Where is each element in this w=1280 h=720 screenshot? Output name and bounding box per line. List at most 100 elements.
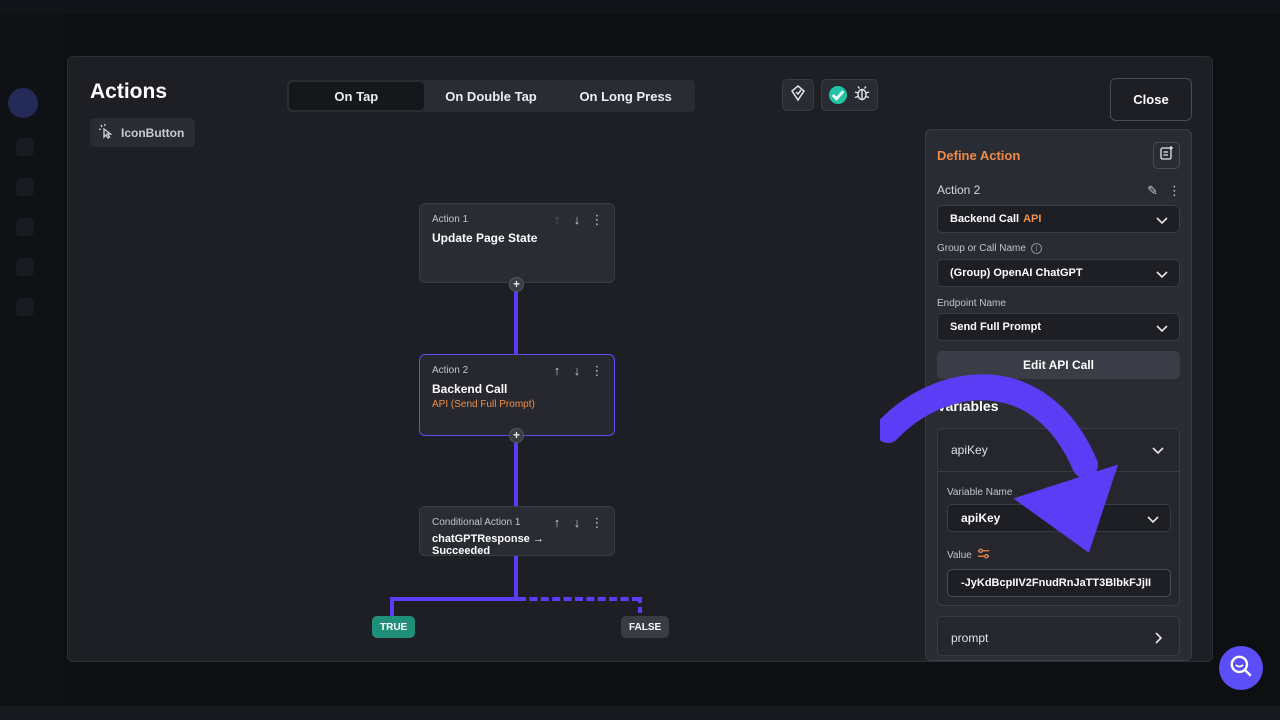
notes-button[interactable] (1153, 142, 1180, 169)
value-input[interactable]: -JyKdBcpIIV2FnudRnJaTT3BlbkFJjII (947, 569, 1171, 597)
group-value: (Group) OpenAI ChatGPT (950, 267, 1083, 279)
cursor-tap-icon (98, 123, 114, 142)
modal-title: Actions (90, 80, 168, 103)
node-controls: ↑ ↓ ⋮ (550, 213, 604, 227)
check-circle-icon (828, 86, 847, 104)
debug-toggle-button[interactable] (821, 79, 878, 111)
action-node-1[interactable]: Action 1 Update Page State ↑ ↓ ⋮ (419, 203, 615, 283)
widget-chip-label: IconButton (121, 125, 185, 140)
flow-connector (514, 555, 518, 601)
node-title: Update Page State (432, 231, 538, 245)
more-vert-icon[interactable]: ⋮ (590, 363, 604, 378)
false-branch-badge[interactable]: FALSE (621, 616, 670, 638)
info-icon[interactable]: i (1030, 243, 1042, 254)
endpoint-dropdown[interactable]: Send Full Prompt (937, 313, 1180, 341)
action-name-controls: ✎ ⋮ (1147, 183, 1181, 199)
node-title: Backend Call (432, 382, 508, 396)
background-nav-icon (16, 298, 34, 316)
trigger-tabs: On Tap On Double Tap On Long Press (287, 80, 695, 112)
background-nav-icon (8, 88, 38, 118)
background-sidebar (0, 13, 62, 713)
chevron-down-icon (1147, 516, 1159, 524)
widget-chip[interactable]: IconButton (90, 118, 196, 147)
true-branch-badge[interactable]: TRUE (372, 616, 416, 638)
tab-on-tap[interactable]: On Tap (289, 82, 424, 110)
more-vert-icon[interactable]: ⋮ (590, 212, 604, 227)
background-statusbar (0, 706, 1280, 720)
chevron-down-icon (1152, 447, 1164, 455)
endpoint-label: Endpoint Name (937, 298, 1006, 309)
move-down-icon[interactable]: ↓ (573, 212, 581, 227)
edit-pencil-icon[interactable]: ✎ (1147, 183, 1158, 198)
variable-card-apikey: apiKey Variable Name apiKey Value (937, 428, 1180, 606)
node-label: Action 1 (432, 214, 469, 225)
move-up-icon[interactable]: ↑ (553, 515, 561, 530)
chevron-down-icon (1156, 325, 1168, 333)
more-vert-icon[interactable]: ⋮ (590, 515, 604, 530)
background-nav-icon (16, 138, 34, 156)
search-fab[interactable] (1219, 646, 1263, 690)
panel-title: Define Action (937, 148, 1021, 163)
move-up-icon[interactable]: ↑ (553, 212, 561, 227)
variable-header[interactable]: apiKey (938, 429, 1179, 471)
variable-settings-icon[interactable] (977, 547, 990, 563)
action-type-value: Backend Call (950, 213, 1020, 225)
move-down-icon[interactable]: ↓ (573, 363, 581, 378)
true-branch-line (390, 597, 518, 601)
variable-name-value: apiKey (961, 511, 1001, 525)
variable-name: prompt (951, 631, 989, 645)
search-icon (1228, 653, 1254, 684)
value-label-text: Value (947, 549, 972, 561)
false-branch-line (518, 597, 640, 601)
node-subtitle: API (Send Full Prompt) (432, 399, 535, 410)
group-label: Group or Call Name i (937, 243, 1042, 254)
group-label-text: Group or Call Name (937, 243, 1026, 254)
route-button[interactable] (782, 79, 814, 111)
conditional-node-1[interactable]: Conditional Action 1 chatGPTResponse → S… (419, 506, 615, 557)
action-name: Action 2 (937, 183, 981, 197)
bug-icon (853, 84, 871, 107)
variable-name-label: Variable Name (947, 487, 1013, 498)
chevron-down-icon (1156, 217, 1168, 225)
node-controls: ↑ ↓ ⋮ (550, 516, 604, 530)
group-dropdown[interactable]: (Group) OpenAI ChatGPT (937, 259, 1180, 287)
variables-title: Variables (937, 398, 999, 414)
close-button[interactable]: Close (1110, 78, 1192, 121)
background-nav-icon (16, 178, 34, 196)
action-type-accent: API (1023, 213, 1042, 225)
flow-connector (514, 442, 518, 506)
notes-add-icon (1159, 145, 1175, 166)
background-nav-icon (16, 218, 34, 236)
variable-card-prompt: prompt (937, 616, 1180, 656)
node-title: chatGPTResponse → Succeeded (432, 533, 544, 557)
true-branch-line (390, 597, 394, 621)
tab-on-long-press[interactable]: On Long Press (579, 88, 672, 104)
node-label: Action 2 (432, 365, 469, 376)
define-action-panel: Define Action Action 2 ✎ ⋮ Backend Call … (925, 129, 1192, 661)
false-branch-line (638, 597, 642, 621)
chevron-right-icon (1155, 632, 1163, 644)
move-down-icon[interactable]: ↓ (573, 515, 581, 530)
node-label: Conditional Action 1 (432, 517, 521, 528)
chevron-down-icon (1156, 271, 1168, 279)
more-vert-icon[interactable]: ⋮ (1168, 183, 1181, 198)
value-label: Value (947, 547, 990, 563)
add-action-button[interactable]: + (509, 277, 524, 292)
action-type-dropdown[interactable]: Backend Call API (937, 205, 1180, 233)
edit-api-call-button[interactable]: Edit API Call (937, 351, 1180, 379)
tab-on-double-tap[interactable]: On Double Tap (445, 88, 537, 104)
add-action-button[interactable]: + (509, 428, 524, 443)
move-up-icon[interactable]: ↑ (553, 363, 561, 378)
variable-name: apiKey (951, 443, 988, 457)
flow-connector (514, 291, 518, 355)
route-icon (789, 84, 807, 107)
variable-header[interactable]: prompt (938, 617, 1179, 659)
node-controls: ↑ ↓ ⋮ (550, 364, 604, 378)
endpoint-value: Send Full Prompt (950, 321, 1042, 333)
action-node-2[interactable]: Action 2 Backend Call API (Send Full Pro… (419, 354, 615, 436)
variable-body: Variable Name apiKey Value -JyKd (938, 471, 1179, 605)
background-topbar (0, 0, 1280, 13)
actions-modal: Actions IconButton On Tap On Double Tap … (67, 56, 1213, 662)
variable-name-dropdown[interactable]: apiKey (947, 504, 1171, 532)
background-nav-icon (16, 258, 34, 276)
